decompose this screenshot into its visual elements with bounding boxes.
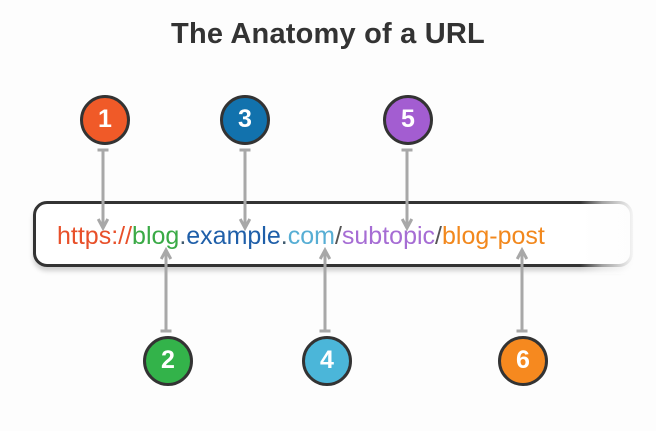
arrow-up-4 (318, 246, 332, 333)
callout-badge-label: 2 (161, 345, 175, 374)
page-title: The Anatomy of a URL (171, 18, 485, 50)
url-segment-dot: . (179, 222, 187, 250)
url-segment-tld: com (287, 222, 335, 250)
callout-badge-label: 4 (320, 345, 334, 374)
url-segment-domain: example (186, 222, 281, 250)
arrow-down-1 (96, 148, 110, 232)
url-segment-slash: / (435, 222, 442, 250)
arrow-up-6 (515, 246, 529, 333)
callout-badge-label: 3 (238, 104, 252, 133)
arrow-up-2 (159, 246, 173, 333)
arrow-down-5 (400, 148, 414, 232)
callout-badge-3[interactable]: 3 (220, 95, 270, 145)
url-segment-subfolder: subtopic (341, 222, 436, 250)
callout-badge-4[interactable]: 4 (302, 336, 352, 386)
url-segment-dot: . (280, 222, 288, 250)
callout-badge-label: 6 (516, 345, 530, 374)
callout-badge-label: 5 (401, 104, 415, 133)
callout-badge-2[interactable]: 2 (143, 336, 193, 386)
callout-badge-6[interactable]: 6 (498, 336, 548, 386)
url-segment-slug: blog-post (441, 222, 545, 250)
url-bar (33, 201, 633, 267)
callout-badge-5[interactable]: 5 (383, 95, 433, 145)
url-text: https://blog.example.com/subtopic/blog-p… (57, 222, 545, 251)
url-segment-slash: / (334, 222, 342, 250)
url-segment-separator: :// (111, 222, 133, 250)
callout-badge-label: 1 (98, 104, 112, 133)
url-segment-subdomain: blog (132, 222, 180, 250)
callout-badge-1[interactable]: 1 (80, 95, 130, 145)
arrow-down-3 (238, 148, 252, 232)
